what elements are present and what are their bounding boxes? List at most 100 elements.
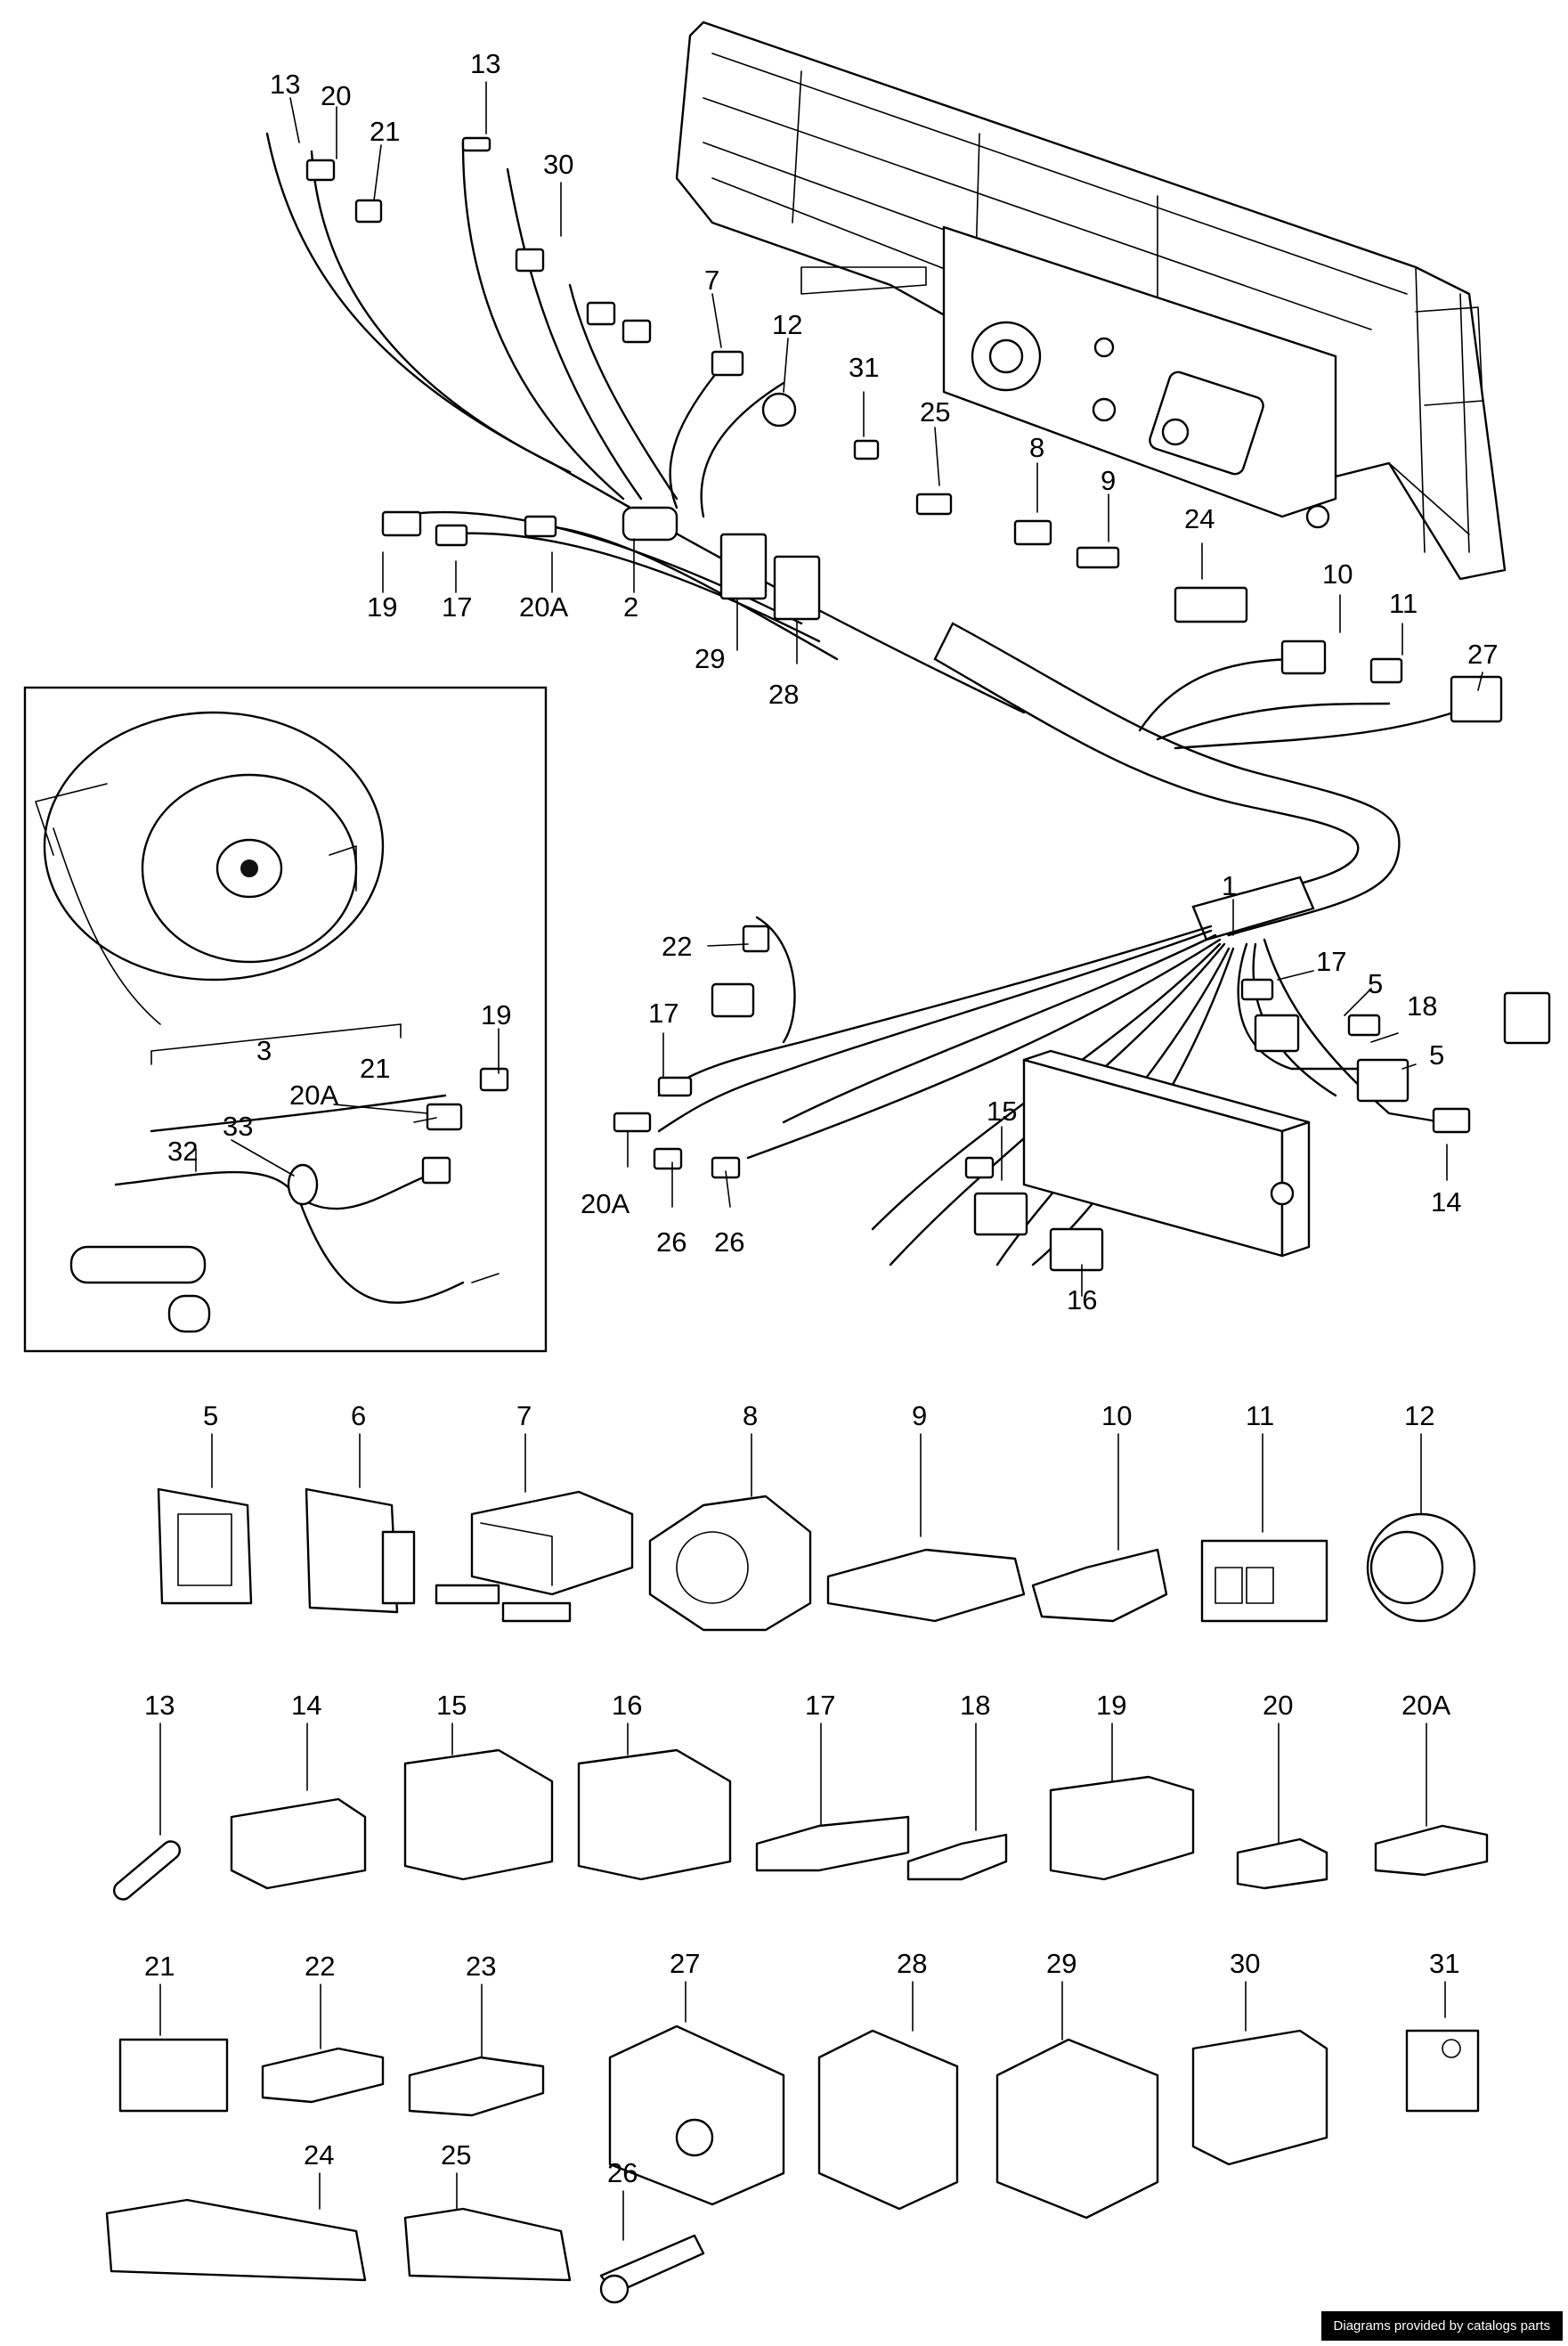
gallery-label-31: 31 — [1429, 1948, 1459, 1979]
gallery-label-13: 13 — [144, 1690, 175, 1721]
part-17 — [755, 1815, 910, 1872]
gallery-label-29: 29 — [1046, 1948, 1076, 1979]
callout-18: 18 — [1407, 990, 1437, 1022]
callout-20A: 20A — [289, 1079, 338, 1111]
part-14 — [230, 1797, 367, 1890]
part-20A — [1374, 1824, 1489, 1877]
callout-20A: 20A — [581, 1188, 630, 1219]
callout-11: 11 — [1389, 588, 1418, 619]
part-16 — [577, 1748, 732, 1881]
part-22 — [261, 2047, 385, 2104]
callout-17: 17 — [1316, 946, 1346, 977]
gallery-label-11: 11 — [1246, 1400, 1274, 1431]
callout-9: 9 — [1101, 465, 1116, 496]
callout-24: 24 — [1184, 503, 1215, 534]
part-28 — [817, 2029, 959, 2211]
callout-33: 33 — [223, 1111, 253, 1142]
gallery-label-5: 5 — [203, 1400, 218, 1431]
part-27 — [608, 2024, 785, 2206]
callout-19: 19 — [367, 591, 397, 623]
gallery-label-23: 23 — [466, 1951, 496, 1982]
gallery-label-8: 8 — [743, 1400, 758, 1431]
part-7 — [435, 1490, 634, 1623]
part-12 — [1366, 1512, 1476, 1623]
callout-5: 5 — [1429, 1039, 1444, 1071]
gallery-label-19: 19 — [1096, 1690, 1126, 1721]
part-15 — [403, 1748, 554, 1881]
callout-3: 3 — [256, 1035, 272, 1066]
callout-27: 27 — [1467, 639, 1498, 670]
callout-20: 20 — [321, 80, 351, 111]
credit-badge: Diagrams provided by catalogs parts — [1320, 2311, 1563, 2341]
part-6 — [305, 1487, 416, 1614]
callout-13: 13 — [470, 48, 500, 79]
callout-16: 16 — [1067, 1284, 1097, 1316]
gallery-label-30: 30 — [1230, 1948, 1260, 1979]
part-8 — [648, 1495, 812, 1632]
gallery-label-7: 7 — [516, 1400, 532, 1431]
callout-28: 28 — [768, 679, 799, 710]
callout-10: 10 — [1322, 558, 1353, 590]
gallery-label-22: 22 — [305, 1951, 335, 1982]
gallery-label-28: 28 — [897, 1948, 927, 1979]
gallery-label-18: 18 — [960, 1690, 990, 1721]
gallery-label-20A: 20A — [1401, 1690, 1450, 1721]
callout-15: 15 — [987, 1096, 1017, 1127]
part-20 — [1236, 1837, 1328, 1890]
part-29 — [995, 2038, 1159, 2220]
part-11 — [1200, 1539, 1328, 1623]
gallery-label-24: 24 — [304, 2139, 334, 2171]
callout-20A: 20A — [519, 591, 568, 623]
gallery-label-6: 6 — [351, 1400, 366, 1431]
blower-motor-inset — [23, 686, 548, 1353]
gallery-label-17: 17 — [805, 1690, 835, 1721]
callout-13: 13 — [270, 69, 300, 100]
callout-22: 22 — [662, 931, 692, 962]
callout-labels: 13 20 21 13 30 7 12 31 25 8 9 24 10 11 2… — [144, 48, 1498, 2188]
callout-32: 32 — [167, 1136, 198, 1167]
leader-lines — [195, 81, 1483, 1297]
part-9 — [826, 1548, 1026, 1623]
parts-gallery — [105, 1433, 1489, 2304]
gallery-label-14: 14 — [291, 1690, 321, 1721]
gallery-label-26: 26 — [607, 2157, 638, 2188]
gallery-label-9: 9 — [912, 1400, 927, 1431]
callout-19: 19 — [481, 999, 511, 1030]
callout-7: 7 — [704, 265, 719, 296]
callout-14: 14 — [1431, 1186, 1461, 1218]
gallery-label-15: 15 — [436, 1690, 467, 1721]
part-21 — [118, 2038, 229, 2113]
part-23 — [408, 2056, 545, 2117]
callout-31: 31 — [849, 352, 879, 383]
gallery-label-10: 10 — [1101, 1400, 1132, 1431]
gallery-label-27: 27 — [670, 1948, 700, 1979]
gallery-label-21: 21 — [144, 1951, 175, 1982]
instrument-panel-illustration — [675, 20, 1507, 581]
callout-25: 25 — [920, 396, 950, 428]
callout-5: 5 — [1368, 968, 1383, 999]
part-30 — [1191, 2029, 1328, 2166]
callout-12: 12 — [772, 309, 802, 340]
harness-connectors — [305, 136, 1551, 1272]
callout-1: 1 — [1222, 870, 1237, 901]
part-25 — [403, 2207, 572, 2282]
gallery-label-25: 25 — [441, 2139, 471, 2171]
callout-29: 29 — [695, 643, 725, 674]
part-31 — [1405, 2029, 1480, 2113]
part-24 — [105, 2198, 367, 2282]
part-18 — [906, 1833, 1008, 1881]
part-26 — [599, 2234, 705, 2304]
callout-26: 26 — [714, 1226, 744, 1258]
gallery-label-12: 12 — [1404, 1400, 1434, 1431]
callout-8: 8 — [1029, 432, 1044, 463]
gallery-label-20: 20 — [1263, 1690, 1293, 1721]
callout-17: 17 — [442, 591, 472, 623]
gallery-label-16: 16 — [612, 1690, 642, 1721]
part-10 — [1031, 1548, 1168, 1623]
part-5 — [157, 1487, 253, 1605]
callout-2: 2 — [623, 591, 638, 623]
part-13 — [112, 1840, 182, 1901]
gallery-leaders — [159, 1433, 1446, 2241]
